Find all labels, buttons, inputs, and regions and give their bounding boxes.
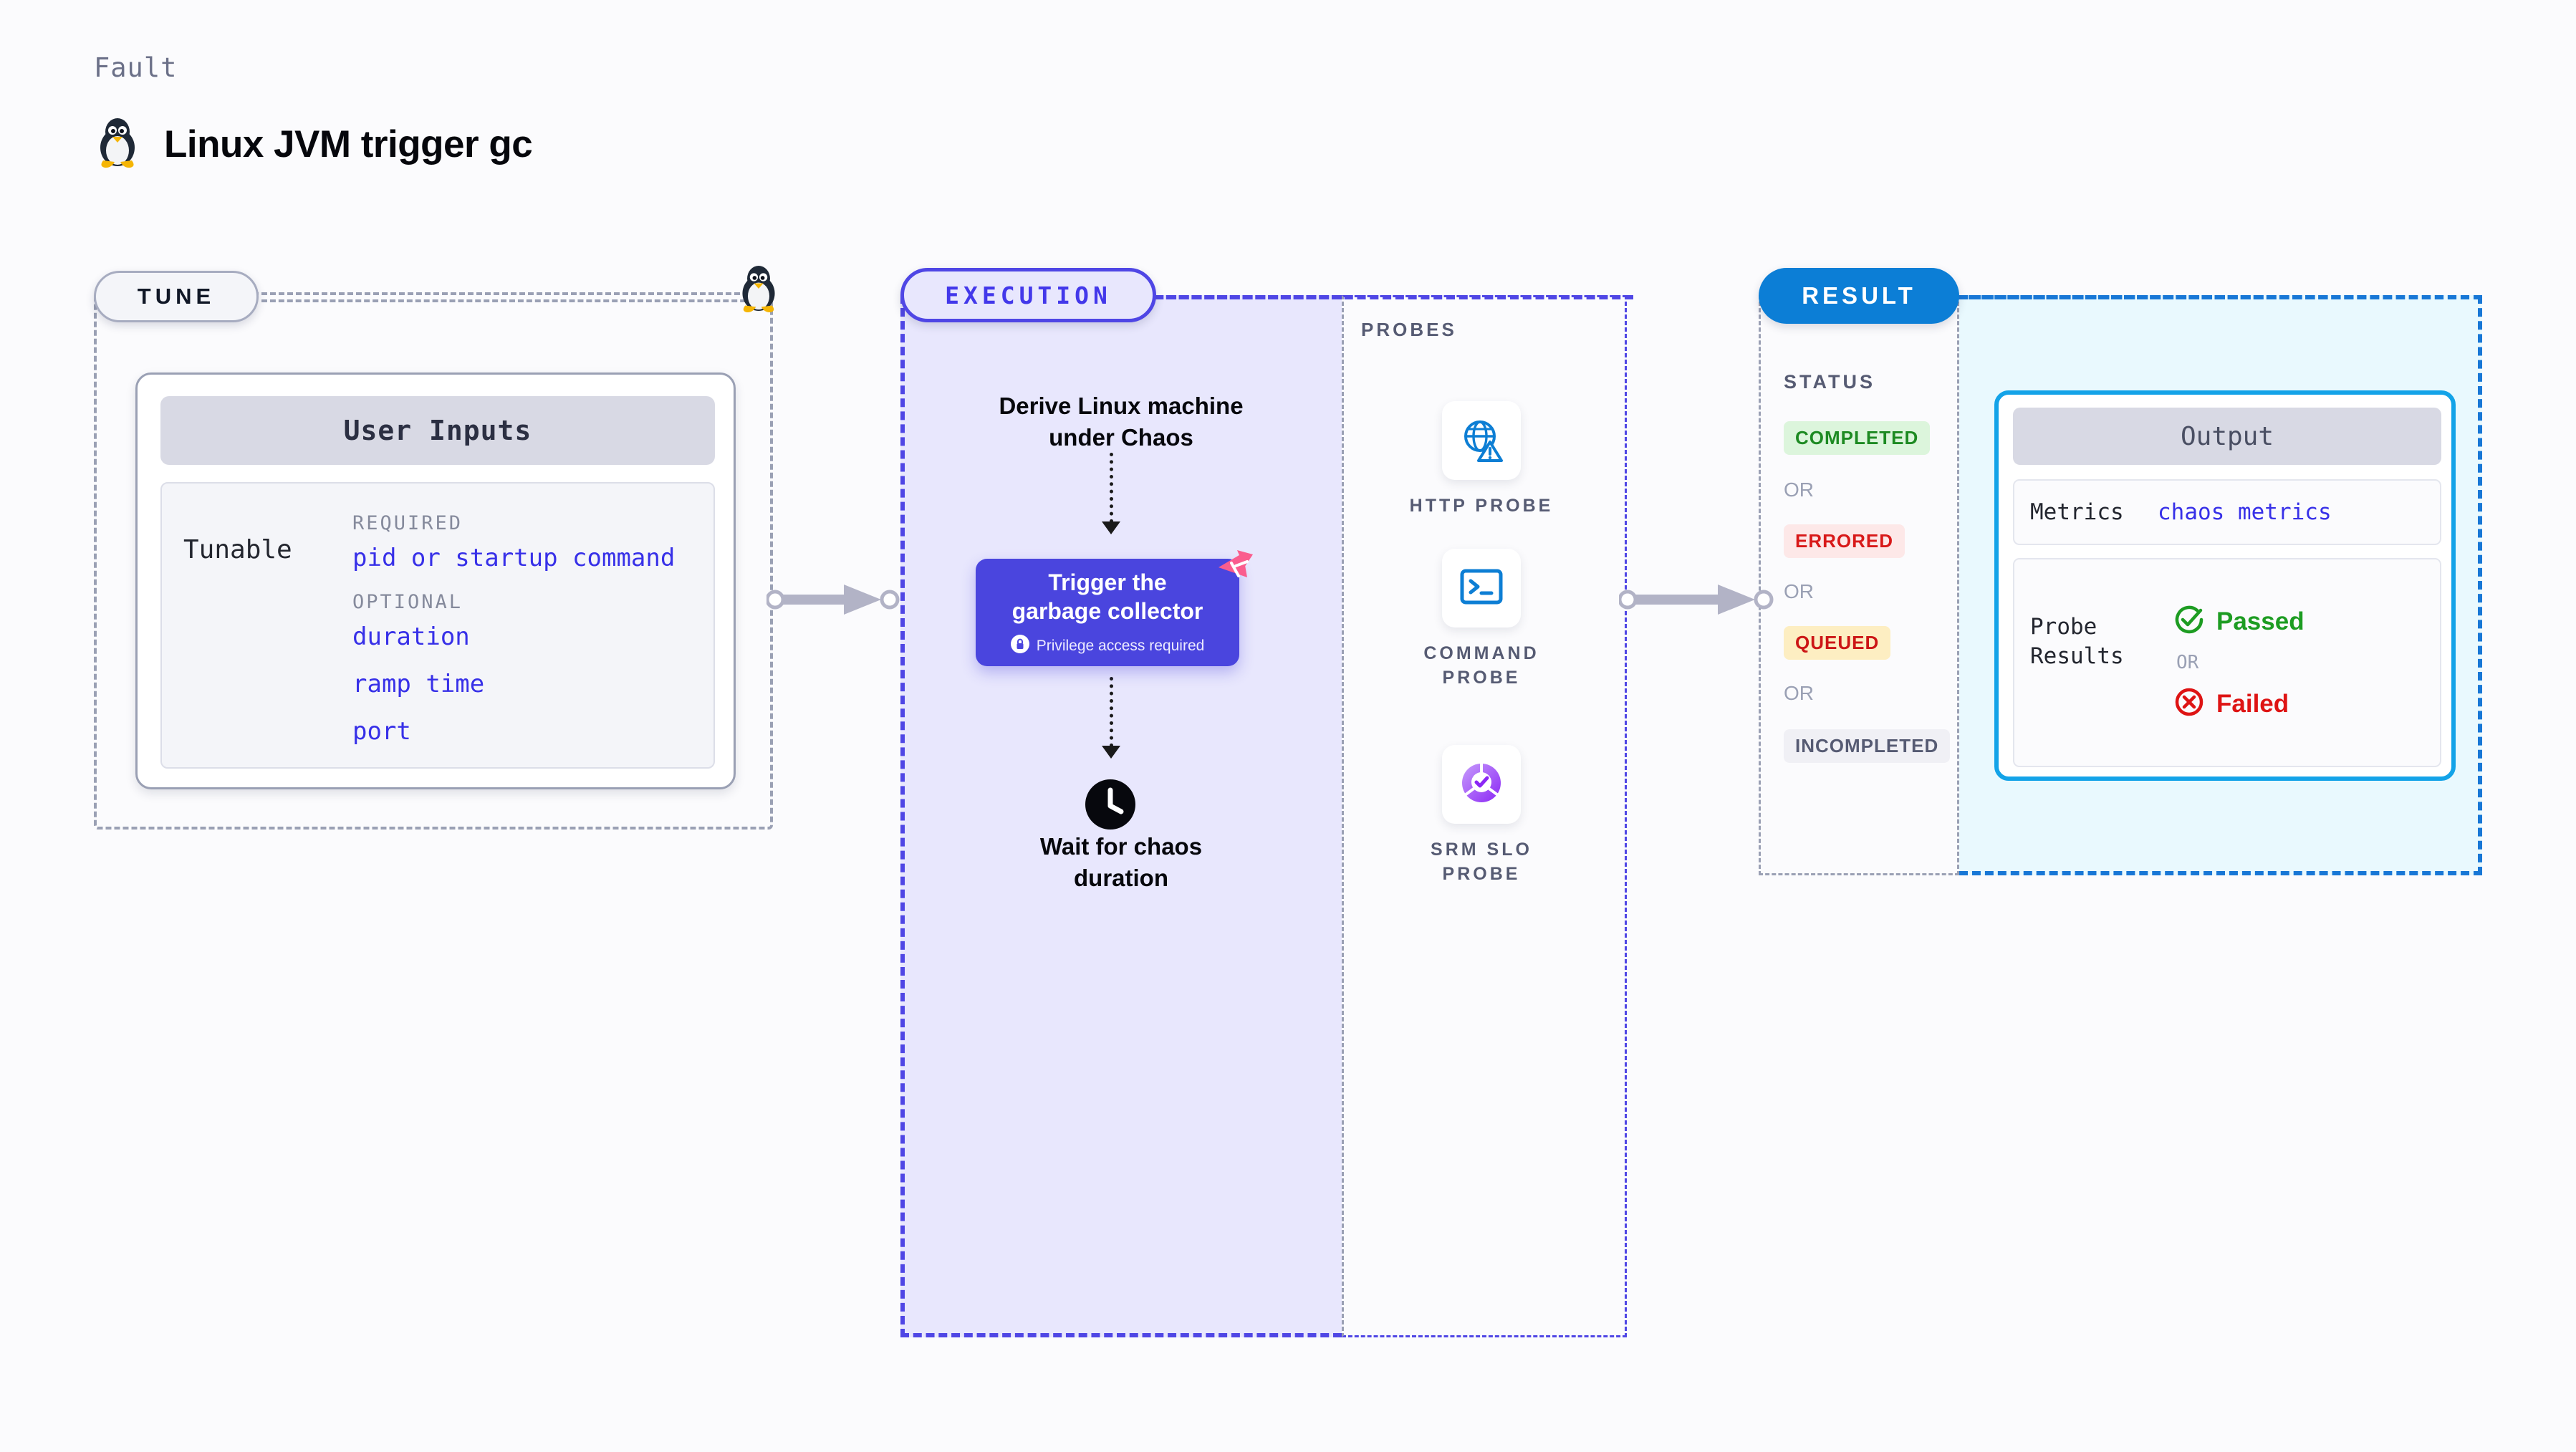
verdict-failed-label: Failed xyxy=(2216,689,2289,718)
verdict-passed-label: Passed xyxy=(2216,607,2305,635)
tunable-item-duration[interactable]: duration xyxy=(352,622,470,651)
lock-icon xyxy=(1010,635,1029,657)
slo-gauge-check-icon xyxy=(1459,761,1504,809)
clock-icon xyxy=(1084,778,1137,831)
tunable-item-pid[interactable]: pid or startup command xyxy=(352,544,676,572)
tunable-group-label-optional: OPTIONAL xyxy=(352,591,463,613)
status-region xyxy=(1759,295,1959,875)
tunable-item-port[interactable]: port xyxy=(352,717,411,746)
globe-warning-icon xyxy=(1458,416,1504,466)
privilege-note-text: Privilege access required xyxy=(1036,637,1205,654)
probe-tile-srm-slo[interactable] xyxy=(1442,745,1521,824)
status-or-label: OR xyxy=(1784,682,1814,704)
execution-dashed-top xyxy=(1153,295,1633,299)
execution-stage-pill[interactable]: EXECUTION xyxy=(900,268,1156,322)
flow-arrow-head xyxy=(1102,521,1120,534)
flow-arrow-line xyxy=(1110,677,1113,747)
tunable-box: Tunable REQUIRED pid or startup command … xyxy=(160,482,715,769)
result-dashed-top xyxy=(1956,295,2482,299)
probe-tile-command[interactable] xyxy=(1442,549,1521,628)
verdict-passed: Passed xyxy=(2173,604,2305,639)
terminal-icon xyxy=(1459,567,1504,610)
right-arrow-connector xyxy=(1618,582,1777,621)
probes-label: PROBES xyxy=(1361,319,1457,340)
verdict-failed: Failed xyxy=(2173,686,2305,721)
tux-penguin-icon xyxy=(94,116,141,173)
tune-region xyxy=(94,292,773,830)
metrics-row: Metrics chaos metrics xyxy=(2013,479,2441,545)
page-eyebrow: Fault xyxy=(94,52,178,83)
probe-verdicts: Passed OR Failed xyxy=(2173,604,2305,721)
tux-penguin-icon xyxy=(736,264,781,322)
metrics-key: Metrics xyxy=(2030,499,2124,525)
metrics-value[interactable]: chaos metrics xyxy=(2158,499,2332,525)
flow-arrow-head xyxy=(1102,746,1120,759)
status-badge-errored: ERRORED xyxy=(1784,524,1905,558)
status-badge-completed: COMPLETED xyxy=(1784,421,1931,455)
status-label: STATUS xyxy=(1784,371,1875,393)
result-stage-pill[interactable]: RESULT xyxy=(1759,268,1959,324)
litmus-chaos-badge-icon xyxy=(1216,546,1256,586)
verdict-or-label: OR xyxy=(2176,652,2199,673)
user-inputs-card: User Inputs Tunable REQUIRED pid or star… xyxy=(135,372,736,789)
status-or-label: OR xyxy=(1784,479,1814,501)
flow-arrow-line xyxy=(1110,453,1113,523)
output-header: Output xyxy=(2013,408,2441,465)
tunable-list: REQUIRED pid or startup command OPTIONAL… xyxy=(352,512,675,746)
right-arrow-connector xyxy=(765,582,903,621)
status-badge-queued: QUEUED xyxy=(1784,626,1891,660)
user-inputs-header: User Inputs xyxy=(160,396,715,465)
x-circle-icon xyxy=(2173,686,2205,721)
probe-tile-http[interactable] xyxy=(1442,401,1521,480)
status-or-label: OR xyxy=(1784,580,1814,602)
page-title-row: Linux JVM trigger gc xyxy=(94,116,533,173)
probe-caption-http: HTTP PROBE xyxy=(1409,496,1554,516)
status-badge-incompleted: INCOMPLETED xyxy=(1784,729,1951,763)
check-circle-icon xyxy=(2173,604,2205,639)
privilege-note-row: Privilege access required xyxy=(1010,635,1205,657)
tunable-label: Tunable xyxy=(183,535,292,564)
page-title: Linux JVM trigger gc xyxy=(164,123,533,165)
tunable-item-ramp-time[interactable]: ramp time xyxy=(352,670,485,698)
tunable-group-label-required: REQUIRED xyxy=(352,512,463,534)
tune-stage-pill[interactable]: TUNE xyxy=(94,271,259,322)
tune-dashed-path xyxy=(261,299,763,302)
